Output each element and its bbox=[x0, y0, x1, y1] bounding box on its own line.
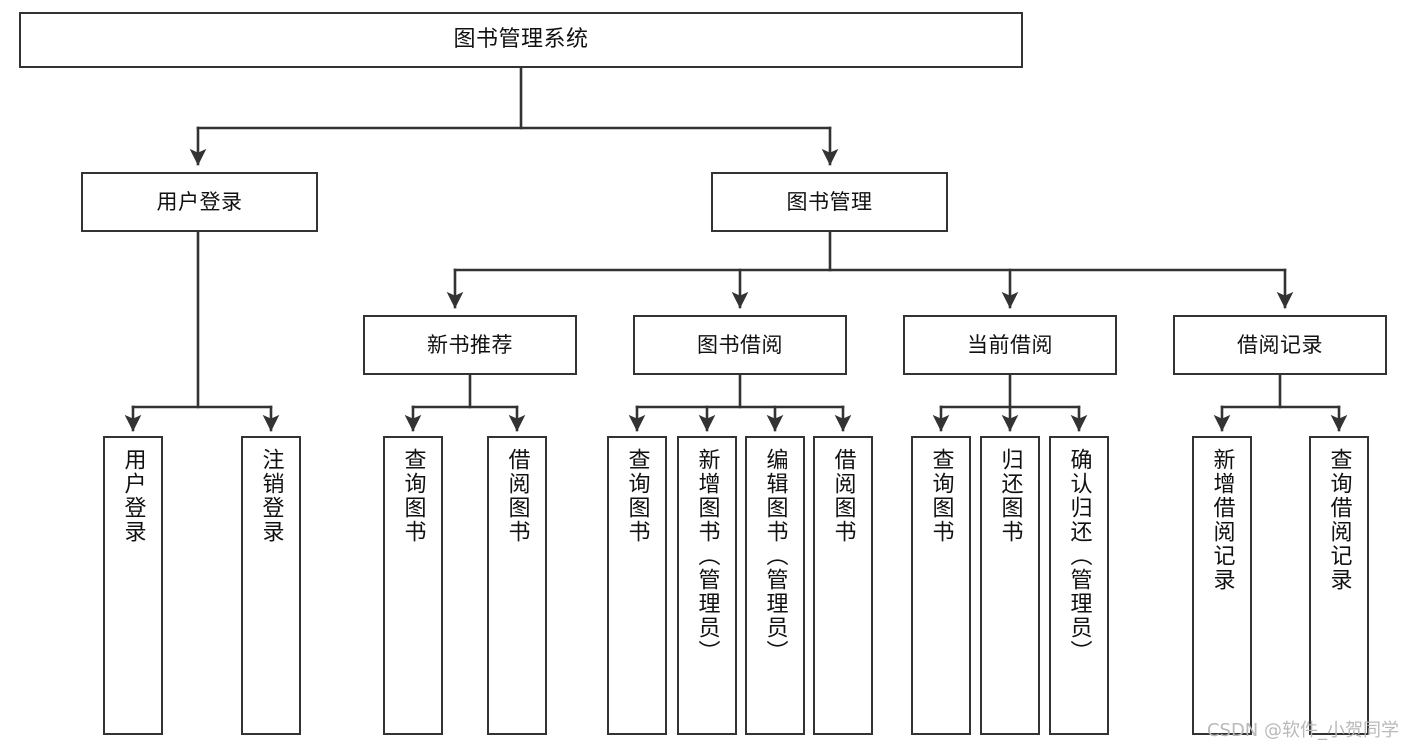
node-label: 新书推荐 bbox=[427, 332, 513, 357]
node-label: 图书借阅 bbox=[697, 332, 783, 357]
node-leaf-query-book-current[interactable]: 查询图书 bbox=[911, 436, 971, 735]
node-label: 用户登录 bbox=[120, 448, 146, 544]
node-label: 查询图书 bbox=[928, 448, 954, 544]
node-book-management[interactable]: 图书管理 bbox=[711, 172, 948, 232]
node-leaf-query-book-borrow[interactable]: 查询图书 bbox=[607, 436, 667, 735]
node-label: 编辑图书（管理员） bbox=[762, 448, 788, 664]
node-leaf-query-book-recommend[interactable]: 查询图书 bbox=[383, 436, 443, 735]
node-leaf-query-borrow-record[interactable]: 查询借阅记录 bbox=[1309, 436, 1369, 735]
node-label: 借阅记录 bbox=[1237, 332, 1323, 357]
node-current-borrow[interactable]: 当前借阅 bbox=[903, 315, 1117, 375]
csdn-watermark: CSDN @软件_小贺同学 bbox=[1206, 720, 1399, 741]
node-label: 当前借阅 bbox=[967, 332, 1053, 357]
node-label: 新增图书（管理员） bbox=[694, 448, 720, 664]
node-label: 注销登录 bbox=[258, 448, 284, 544]
node-label: 借阅图书 bbox=[830, 448, 856, 544]
node-label: 确认归还（管理员） bbox=[1066, 448, 1092, 664]
node-label: 图书管理系统 bbox=[453, 27, 589, 53]
node-leaf-user-logout[interactable]: 注销登录 bbox=[241, 436, 301, 735]
node-label: 归还图书 bbox=[997, 448, 1023, 544]
node-leaf-edit-book[interactable]: 编辑图书（管理员） bbox=[745, 436, 805, 735]
node-leaf-borrow-book[interactable]: 借阅图书 bbox=[813, 436, 873, 735]
node-label: 查询图书 bbox=[400, 448, 426, 544]
node-leaf-borrow-book-recommend[interactable]: 借阅图书 bbox=[487, 436, 547, 735]
node-borrow-record[interactable]: 借阅记录 bbox=[1173, 315, 1387, 375]
node-leaf-add-borrow-record[interactable]: 新增借阅记录 bbox=[1192, 436, 1252, 735]
node-leaf-return-book[interactable]: 归还图书 bbox=[980, 436, 1040, 735]
node-leaf-add-book[interactable]: 新增图书（管理员） bbox=[677, 436, 737, 735]
node-leaf-confirm-return[interactable]: 确认归还（管理员） bbox=[1049, 436, 1109, 735]
node-label: 查询图书 bbox=[624, 448, 650, 544]
node-label: 新增借阅记录 bbox=[1209, 448, 1235, 592]
node-label: 查询借阅记录 bbox=[1326, 448, 1352, 592]
node-root-book-management-system[interactable]: 图书管理系统 bbox=[19, 12, 1023, 68]
node-label: 图书管理 bbox=[786, 189, 873, 214]
node-new-book-recommend[interactable]: 新书推荐 bbox=[363, 315, 577, 375]
node-book-borrow[interactable]: 图书借阅 bbox=[633, 315, 847, 375]
node-leaf-user-login[interactable]: 用户登录 bbox=[103, 436, 163, 735]
node-label: 用户登录 bbox=[156, 189, 243, 214]
node-user-login[interactable]: 用户登录 bbox=[81, 172, 318, 232]
node-label: 借阅图书 bbox=[504, 448, 530, 544]
